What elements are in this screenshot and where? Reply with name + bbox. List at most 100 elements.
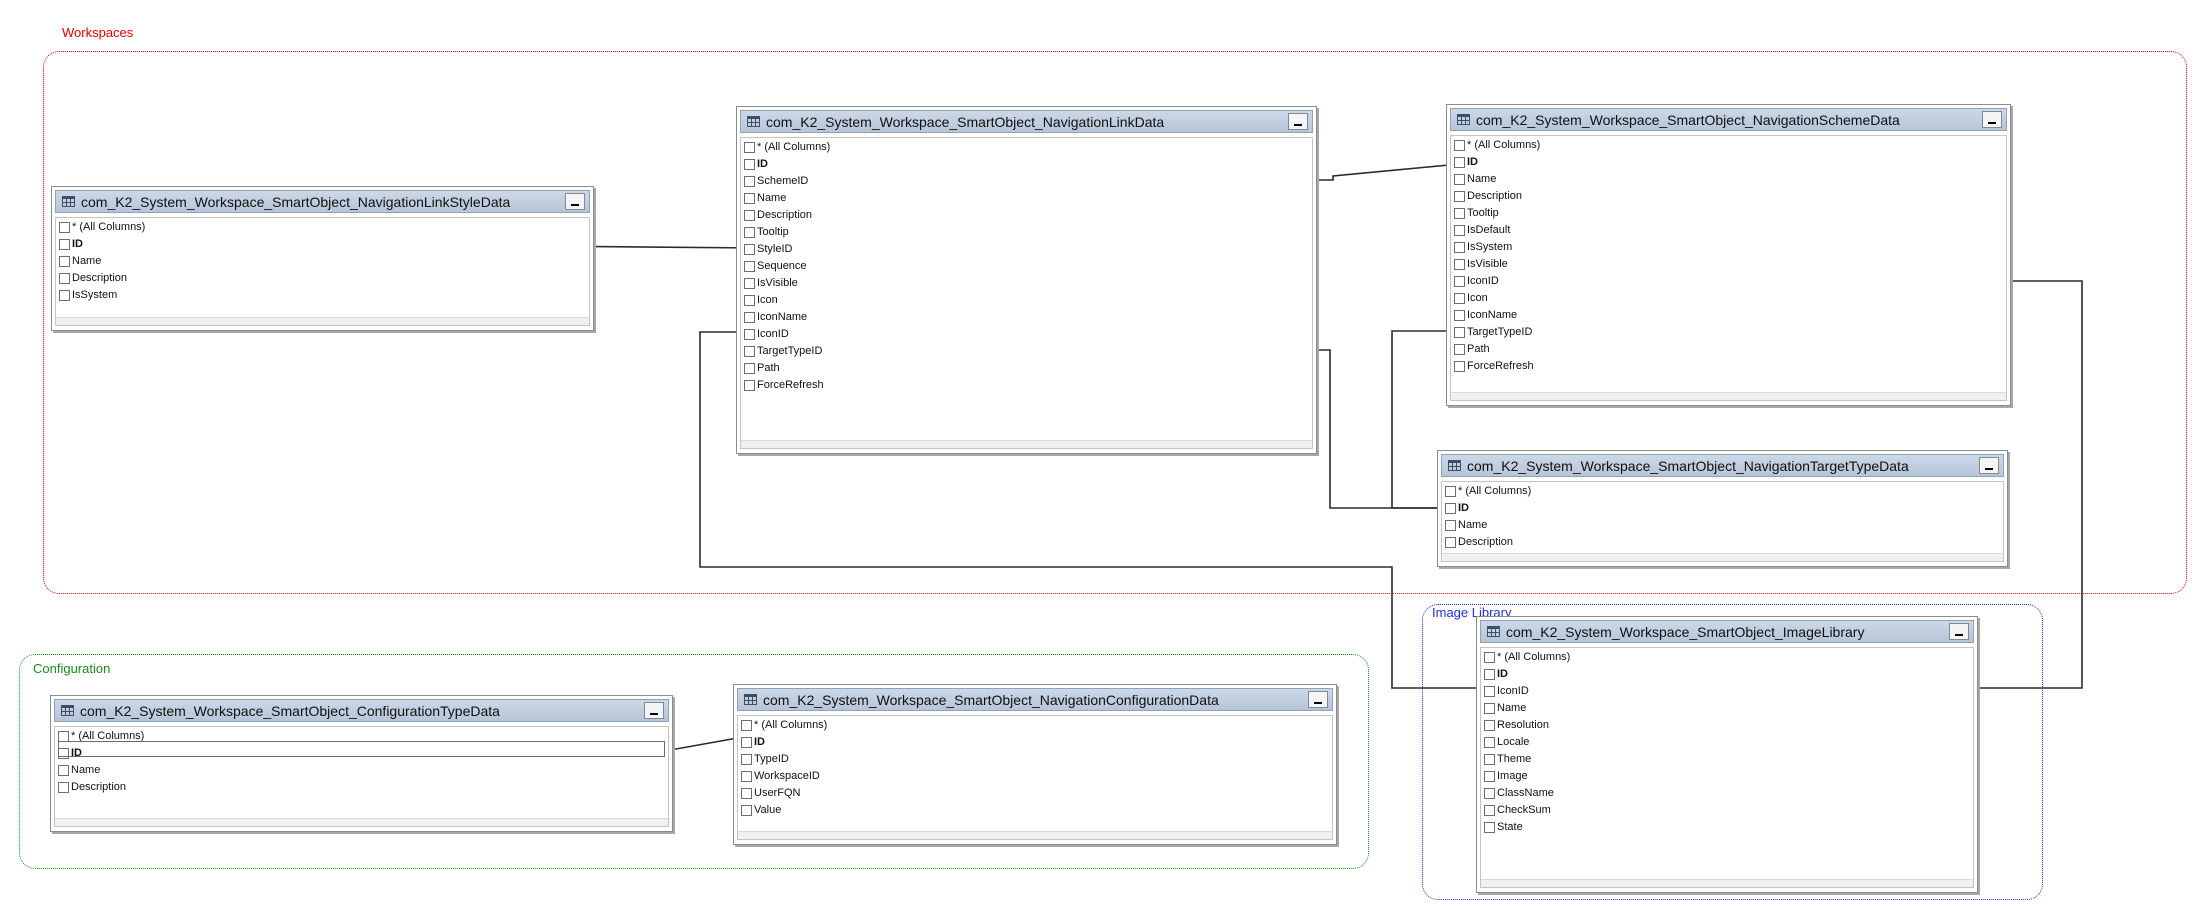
checkbox-icon[interactable] (1454, 275, 1465, 287)
table-header[interactable]: com_K2_System_Workspace_SmartObject_Navi… (740, 110, 1313, 133)
checkbox-icon[interactable] (58, 730, 69, 742)
column-row[interactable]: TargetTypeID (744, 345, 822, 357)
checkbox-icon[interactable] (1484, 787, 1495, 799)
column-row[interactable]: IconID (744, 328, 789, 340)
checkbox-icon[interactable] (744, 345, 755, 357)
column-row[interactable]: ID (58, 747, 82, 759)
checkbox-icon[interactable] (1454, 224, 1465, 236)
minimize-button[interactable] (1949, 623, 1969, 640)
checkbox-icon[interactable] (58, 781, 69, 793)
column-row[interactable]: * (All Columns) (1454, 139, 1540, 151)
checkbox-icon[interactable] (1484, 821, 1495, 833)
column-row[interactable]: Theme (1484, 753, 1531, 765)
checkbox-icon[interactable] (1484, 685, 1495, 697)
column-row[interactable]: Path (744, 362, 780, 374)
minimize-button[interactable] (644, 702, 664, 719)
minimize-button[interactable] (1982, 111, 2002, 128)
column-row[interactable]: StyleID (744, 243, 792, 255)
checkbox-icon[interactable] (744, 311, 755, 323)
column-row[interactable]: IsVisible (1454, 258, 1508, 270)
column-row[interactable]: IsSystem (59, 289, 117, 301)
checkbox-icon[interactable] (744, 226, 755, 238)
column-row[interactable]: ID (1445, 502, 1469, 514)
table-header[interactable]: com_K2_System_Workspace_SmartObject_Navi… (1441, 454, 2004, 477)
column-row[interactable]: ForceRefresh (1454, 360, 1534, 372)
column-row[interactable]: ID (741, 736, 765, 748)
checkbox-icon[interactable] (1445, 502, 1456, 514)
checkbox-icon[interactable] (1454, 343, 1465, 355)
minimize-button[interactable] (1288, 113, 1308, 130)
column-row[interactable]: TargetTypeID (1454, 326, 1532, 338)
column-row[interactable]: Locale (1484, 736, 1529, 748)
column-row[interactable]: Name (59, 255, 101, 267)
checkbox-icon[interactable] (744, 175, 755, 187)
column-row[interactable]: * (All Columns) (59, 221, 145, 233)
checkbox-icon[interactable] (1454, 173, 1465, 185)
column-row[interactable]: WorkspaceID (741, 770, 820, 782)
checkbox-icon[interactable] (59, 272, 70, 284)
column-row[interactable]: ID (744, 158, 768, 170)
checkbox-icon[interactable] (1484, 804, 1495, 816)
checkbox-icon[interactable] (744, 243, 755, 255)
column-row[interactable]: Description (1454, 190, 1522, 202)
minimize-button[interactable] (565, 193, 585, 210)
checkbox-icon[interactable] (1454, 190, 1465, 202)
column-row[interactable]: IconID (1454, 275, 1499, 287)
column-row[interactable]: CheckSum (1484, 804, 1551, 816)
column-row[interactable]: ID (59, 238, 83, 250)
checkbox-icon[interactable] (1445, 519, 1456, 531)
checkbox-icon[interactable] (59, 221, 70, 233)
checkbox-icon[interactable] (1484, 736, 1495, 748)
checkbox-icon[interactable] (744, 362, 755, 374)
column-row[interactable]: IconName (744, 311, 807, 323)
checkbox-icon[interactable] (1484, 753, 1495, 765)
column-row[interactable]: Image (1484, 770, 1528, 782)
checkbox-icon[interactable] (1454, 207, 1465, 219)
column-row[interactable]: Icon (1454, 292, 1488, 304)
column-row[interactable]: * (All Columns) (58, 730, 144, 742)
checkbox-icon[interactable] (744, 294, 755, 306)
table-navigation-target-type[interactable]: com_K2_System_Workspace_SmartObject_Navi… (1437, 450, 2008, 567)
checkbox-icon[interactable] (1454, 292, 1465, 304)
column-row[interactable]: Tooltip (744, 226, 789, 238)
checkbox-icon[interactable] (1454, 326, 1465, 338)
column-row[interactable]: * (All Columns) (741, 719, 827, 731)
table-header[interactable]: com_K2_System_Workspace_SmartObject_Navi… (55, 190, 590, 213)
column-row[interactable]: ClassName (1484, 787, 1554, 799)
column-row[interactable]: Description (58, 781, 126, 793)
checkbox-icon[interactable] (1445, 485, 1456, 497)
checkbox-icon[interactable] (744, 209, 755, 221)
column-row[interactable]: Sequence (744, 260, 807, 272)
table-navigation-scheme[interactable]: com_K2_System_Workspace_SmartObject_Navi… (1446, 104, 2011, 406)
checkbox-icon[interactable] (58, 764, 69, 776)
column-row[interactable]: Name (1484, 702, 1526, 714)
checkbox-icon[interactable] (1454, 156, 1465, 168)
checkbox-icon[interactable] (1454, 139, 1465, 151)
checkbox-icon[interactable] (741, 804, 752, 816)
column-row[interactable]: UserFQN (741, 787, 800, 799)
column-row[interactable]: IsSystem (1454, 241, 1512, 253)
column-row[interactable]: Name (1445, 519, 1487, 531)
column-row[interactable]: Description (744, 209, 812, 221)
checkbox-icon[interactable] (741, 736, 752, 748)
column-row[interactable]: State (1484, 821, 1523, 833)
table-navigation-link[interactable]: com_K2_System_Workspace_SmartObject_Navi… (736, 106, 1317, 454)
table-header[interactable]: com_K2_System_Workspace_SmartObject_Conf… (54, 699, 669, 722)
checkbox-icon[interactable] (1445, 536, 1456, 548)
checkbox-icon[interactable] (1454, 360, 1465, 372)
column-row[interactable]: Path (1454, 343, 1490, 355)
column-row[interactable]: Icon (744, 294, 778, 306)
column-row[interactable]: IsDefault (1454, 224, 1510, 236)
checkbox-icon[interactable] (1454, 241, 1465, 253)
checkbox-icon[interactable] (1454, 258, 1465, 270)
column-row[interactable]: TypeID (741, 753, 789, 765)
checkbox-icon[interactable] (744, 141, 755, 153)
column-row[interactable]: Value (741, 804, 781, 816)
column-row[interactable]: ForceRefresh (744, 379, 824, 391)
column-row[interactable]: IconID (1484, 685, 1529, 697)
column-row[interactable]: Name (58, 764, 100, 776)
checkbox-icon[interactable] (744, 260, 755, 272)
column-row[interactable]: ID (1454, 156, 1478, 168)
column-row[interactable]: Description (59, 272, 127, 284)
column-row[interactable]: IsVisible (744, 277, 798, 289)
